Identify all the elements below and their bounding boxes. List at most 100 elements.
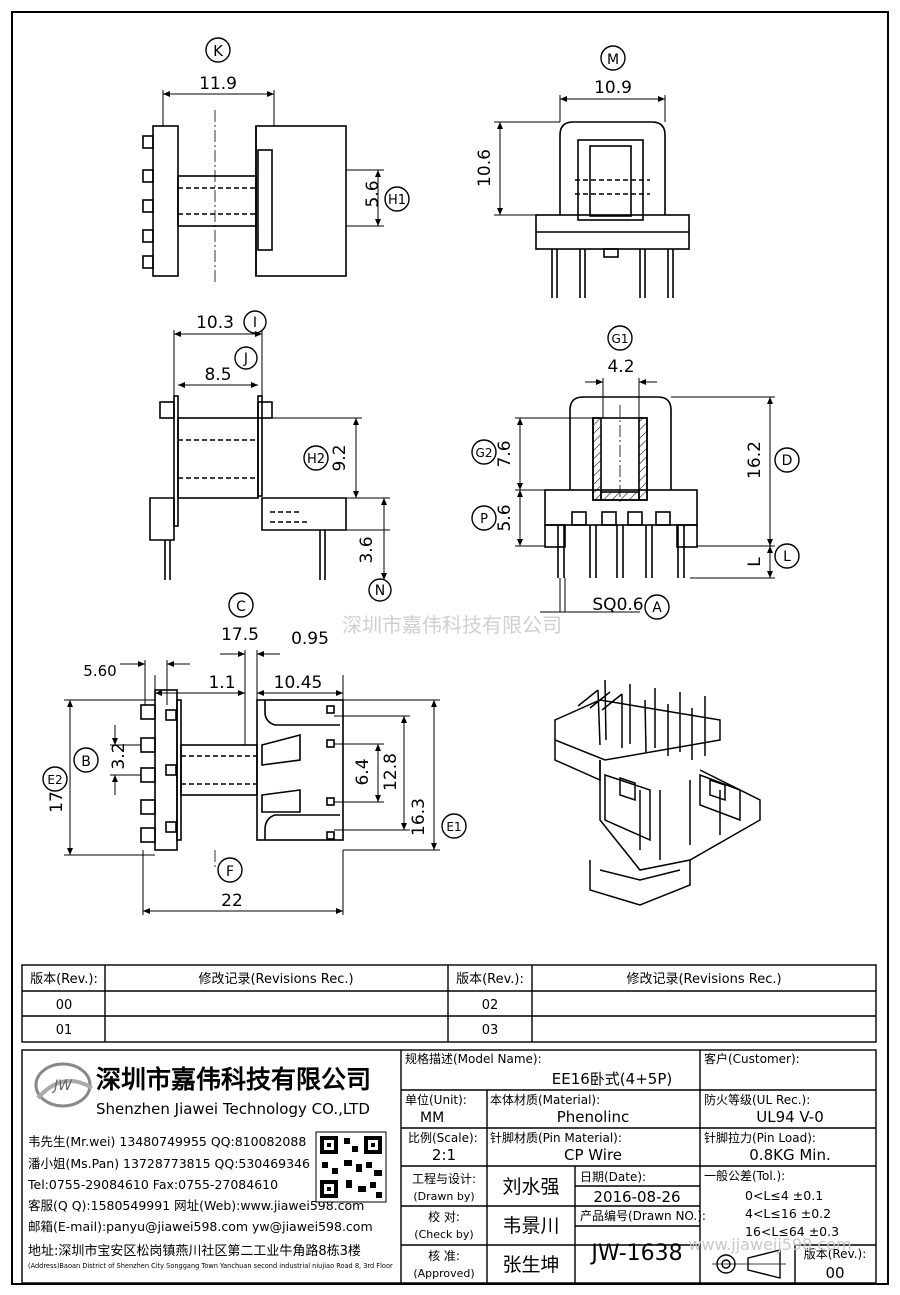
approved-label: 核 准: (428, 1249, 460, 1263)
view-middle-left (149, 330, 390, 580)
dim-h1: 5.6 (363, 180, 383, 207)
pin-material-value: CP Wire (564, 1146, 622, 1164)
watermark-url: www.jjaweij598.com (688, 1235, 851, 1254)
dim-l: L (745, 557, 765, 567)
contact-line-2: 潘小姐(Ms.Pan) 13728773815 QQ:530469346 (28, 1156, 310, 1171)
company-name-cn: 深圳市嘉伟科技有限公司 (96, 1065, 371, 1094)
view-top-right (494, 95, 690, 298)
callout-h1: H1 (388, 193, 406, 208)
qr-code (315, 1131, 387, 1203)
dim-h2: 9.2 (330, 444, 350, 471)
contact-line-3: Tel:0755-29084610 Fax:0755-27084610 (27, 1177, 278, 1192)
dim-k: 11.9 (199, 74, 237, 94)
view-top-left (142, 90, 384, 285)
check-value: 韦景川 (502, 1215, 559, 1237)
callout-c: C (236, 599, 246, 615)
pin-load-value: 0.8KG Min. (749, 1146, 830, 1164)
sheet-border (11, 11, 889, 1285)
contact-line-1: 韦先生(Mr.wei) 13480749955 QQ:810082088 (28, 1134, 306, 1149)
callout-j: J (243, 351, 248, 367)
company-name-en: Shenzhen Jiawei Technology CO.,LTD (96, 1100, 370, 1118)
contact-line-5: 邮箱(E-mail):panyu@jiawei598.com yw@jiawei… (28, 1219, 373, 1234)
view-bottom-left (64, 650, 440, 915)
callout-b: B (81, 754, 91, 770)
dim-e1: 16.3 (409, 798, 429, 836)
date-label: 日期(Date): (580, 1170, 646, 1184)
address-cn: 地址:深圳市宝安区松岗镇燕川社区第二工业牛角路8栋3楼 (28, 1243, 361, 1259)
pin-load-label: 针脚拉力(Pin Load): (704, 1130, 816, 1145)
dim-n: 3.6 (357, 536, 377, 563)
contact-line-4: 客服(Q Q):1580549991 网址(Web):www.jiawei598… (28, 1198, 364, 1213)
callout-g1: G1 (612, 332, 629, 346)
callout-d: D (782, 453, 793, 469)
dim-c3: 1.1 (208, 673, 235, 693)
ul-value: UL94 V-0 (756, 1108, 824, 1126)
callout-l: L (783, 549, 791, 565)
material-value: Phenolinc (557, 1108, 630, 1126)
callout-m: M (607, 52, 619, 68)
rev-row2-b: 03 (482, 1023, 499, 1038)
view-isometric (554, 679, 761, 906)
tol-row-3: 16<L≤64 ±0.3 (745, 1224, 839, 1239)
rev-header-1: 版本(Rev.): (30, 972, 98, 987)
dim-560: 5.60 (83, 662, 116, 680)
dim-f: 22 (221, 891, 243, 911)
drawn-label-en: (Drawn by) (413, 1190, 474, 1203)
rev-label: 版本(Rev.): (804, 1247, 867, 1261)
dim-m-height: 10.6 (475, 149, 495, 187)
unit-value: MM (420, 1110, 444, 1126)
dim-g1: 4.2 (607, 357, 634, 377)
svg-text:JW: JW (51, 1078, 73, 1094)
ul-label: 防火等级(UL Rec.): (704, 1092, 810, 1107)
material-label: 本体材质(Material): (490, 1093, 600, 1107)
model-value: EE16卧式(4+5P) (552, 1070, 672, 1088)
title-block-grid (21, 1049, 877, 1284)
dim-d: 16.2 (745, 441, 765, 479)
callout-f: F (226, 864, 234, 880)
company-logo: JW (34, 1062, 94, 1108)
approved-label-en: (Approved) (413, 1267, 474, 1280)
rev-row1-b: 02 (482, 998, 499, 1013)
drawn-no-label: 产品编号(Drawn NO.): (580, 1208, 706, 1223)
tol-row-2: 4<L≤16 ±0.2 (745, 1206, 831, 1221)
unit-label: 单位(Unit): (405, 1092, 467, 1107)
model-label: 规格描述(Model Name): (405, 1051, 542, 1066)
rev-value: 00 (825, 1264, 844, 1282)
address-en: (Address)Baoan District of Shenzhen City… (28, 1262, 393, 1270)
dim-j: 8.5 (204, 365, 231, 385)
tol-row-1: 0<L≤4 ±0.1 (745, 1188, 823, 1203)
rev-header-4: 修改记录(Revisions Rec.) (626, 972, 781, 987)
tol-label: 一般公差(Tol.): (704, 1168, 785, 1183)
dim-c4: 10.45 (274, 673, 323, 693)
callout-p: P (480, 512, 488, 527)
dim-inner64: 6.4 (353, 758, 373, 785)
date-value: 2016-08-26 (593, 1188, 680, 1206)
check-label: 校 对: (428, 1209, 460, 1224)
dim-b: 3.2 (109, 742, 129, 769)
callout-h2: H2 (307, 452, 325, 467)
scale-label: 比例(Scale): (408, 1131, 478, 1145)
rev-header-3: 版本(Rev.): (456, 972, 524, 987)
dim-g2: 7.6 (495, 440, 515, 467)
dim-inner128: 12.8 (381, 753, 401, 791)
rev-header-2: 修改记录(Revisions Rec.) (198, 972, 353, 987)
dim-c1: 17.5 (221, 625, 259, 645)
check-label-en: (Check by) (414, 1228, 473, 1241)
rev-row1-a: 00 (56, 998, 73, 1013)
scale-value: 2:1 (432, 1146, 456, 1164)
callout-a: A (652, 600, 662, 616)
view-middle-right (515, 378, 775, 613)
dim-m: 10.9 (594, 78, 632, 98)
callout-i: I (253, 315, 257, 331)
customer-label: 客户(Customer): (704, 1051, 800, 1066)
dim-p: 5.6 (495, 504, 515, 531)
callout-g2: G2 (476, 446, 493, 460)
drawn-value: 刘水强 (502, 1176, 559, 1198)
dim-i: 10.3 (196, 313, 234, 333)
drawn-no-value: JW-1638 (589, 1241, 682, 1266)
callout-n: N (375, 583, 385, 599)
revision-table (21, 964, 877, 1043)
callout-e1: E1 (446, 820, 461, 834)
rev-row2-a: 01 (56, 1023, 73, 1038)
